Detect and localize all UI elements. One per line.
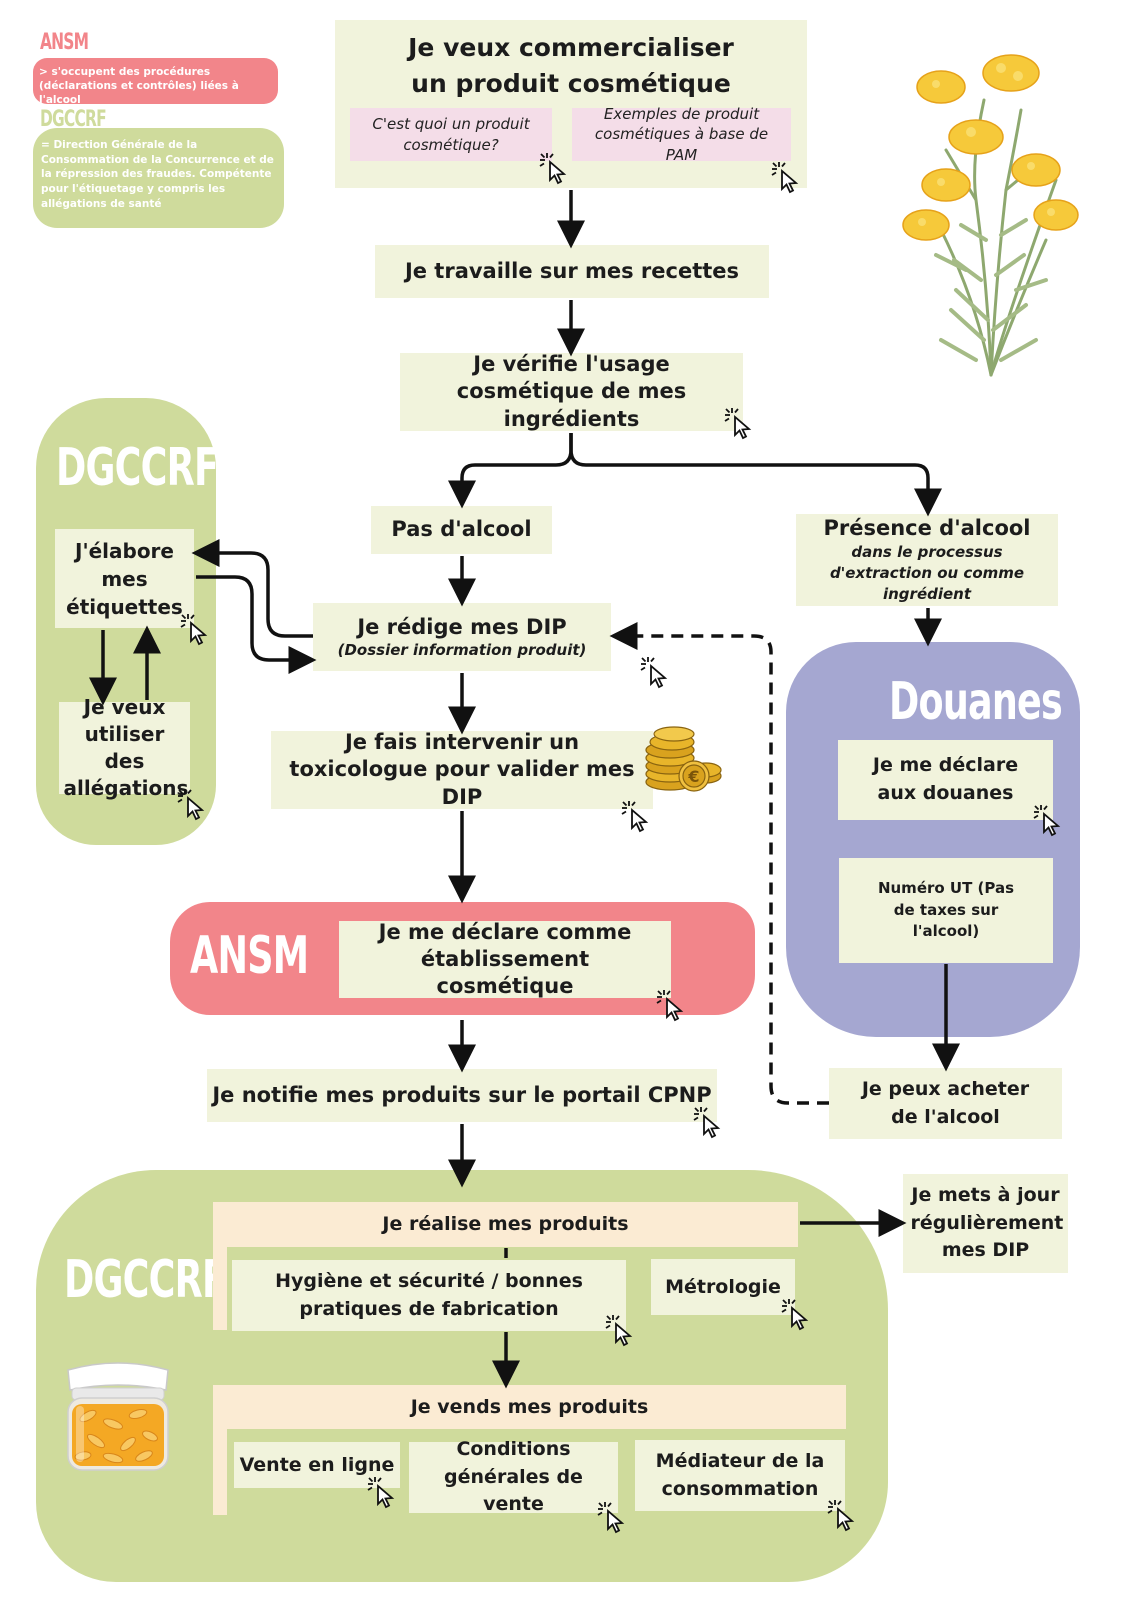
cursor-click-icon[interactable] (691, 1105, 725, 1139)
cursor-click-icon[interactable] (722, 406, 756, 440)
step-verifie[interactable]: Je vérifie l'usage cosmétique de mes ing… (400, 352, 743, 431)
step-metrologie-label: Métrologie (665, 1275, 781, 1298)
arrow-dip-to-etiquettes (191, 539, 313, 638)
helichrysum-flower-illustration (902, 54, 1079, 377)
ansm-band-title: ANSM (190, 926, 309, 986)
step-dip-sub: (Dossier information produit) (337, 640, 587, 659)
step-allegations[interactable]: Je veux utiliser des allégations (59, 695, 190, 800)
arrow-etiquettes-to-dip (196, 575, 317, 674)
svg-text:€: € (687, 767, 699, 786)
legend-ansm-panel: > s'occupent des procédures (déclaration… (33, 58, 278, 106)
cursor-click-icon[interactable] (537, 151, 571, 185)
cursor-click-icon[interactable] (779, 1297, 813, 1331)
arrow-branch-left (448, 433, 573, 509)
cursor-click-icon[interactable] (769, 160, 803, 194)
legend-dgccrf-text: = Direction Générale de la Consommation … (41, 139, 274, 210)
link-what-is-cosmetic[interactable]: C'est quoi un produit cosmétique? (350, 108, 552, 161)
step-toxicologue[interactable]: Je fais intervenir un toxicologue pour v… (271, 730, 653, 809)
step-cpnp-label: Je notifie mes produits sur le portail C… (212, 1082, 712, 1107)
cursor-click-icon[interactable] (654, 988, 688, 1022)
step-etiquettes-label: J'élabore mes étiquettes (66, 538, 183, 619)
step-recettes-label: Je travaille sur mes recettes (404, 258, 740, 283)
dgccrf-left-title: DGCCRF (56, 438, 219, 498)
jar-illustration (67, 1362, 169, 1471)
cursor-click-icon[interactable] (595, 1500, 629, 1534)
legend-ansm-title: ANSM (40, 30, 89, 55)
step-hygiene-label: Hygiène et sécurité / bonnes pratiques d… (275, 1269, 583, 1320)
link-pam-examples[interactable]: Exemples de produit cosmétiques à base d… (572, 105, 791, 164)
step-mediateur[interactable]: Médiateur de la consommation (635, 1440, 845, 1511)
step-acheter-alcool-label: Je peux acheter de l'alcool (861, 1077, 1030, 1128)
cursor-click-icon[interactable] (619, 799, 653, 833)
cursor-click-icon[interactable] (178, 612, 212, 646)
step-presence-alcool-sub: dans le processus d'extraction ou comme … (829, 543, 1025, 604)
step-toxicologue-label: Je fais intervenir un toxicologue pour v… (289, 730, 635, 809)
step-hygiene[interactable]: Hygiène et sécurité / bonnes pratiques d… (232, 1260, 626, 1331)
arrow-dashed-alcool-to-dip (609, 622, 829, 1105)
cursor-click-icon[interactable] (1031, 803, 1065, 837)
douanes-panel (786, 642, 1080, 1037)
step-recettes: Je travaille sur mes recettes (375, 245, 769, 298)
arrow-branch-right (569, 433, 942, 517)
step-pas-alcool-label: Pas d'alcool (391, 517, 532, 542)
step-dip-label: Je rédige mes DIP (357, 614, 567, 639)
step-presence-alcool: Présence d'alcool dans le processus d'ex… (796, 514, 1058, 606)
step-presence-alcool-label: Présence d'alcool (823, 515, 1031, 540)
step-acheter-alcool: Je peux acheter de l'alcool (829, 1068, 1062, 1139)
step-numero-ut: Numéro UT (Pas de taxes sur l'alcool) (839, 858, 1053, 963)
step-declare-etablissement-label: Je me déclare comme établissement cosmét… (378, 919, 632, 999)
step-declare-douanes[interactable]: Je me déclare aux douanes (838, 740, 1053, 820)
step-etiquettes[interactable]: J'élabore mes étiquettes (55, 529, 194, 628)
legend-dgccrf-title: DGCCRF (40, 107, 107, 132)
dgccrf-bottom-title: DGCCRF (64, 1250, 227, 1310)
cursor-click-icon[interactable] (603, 1313, 637, 1347)
step-numero-ut-label: Numéro UT (Pas de taxes sur l'alcool) (877, 878, 1015, 941)
douanes-title: Douanes (889, 672, 1063, 732)
step-vends-label: Je vends mes produits (410, 1395, 649, 1418)
step-vends: Je vends mes produits (213, 1385, 846, 1429)
step-allegations-label: Je veux utiliser des allégations (63, 695, 189, 800)
top-title: Je veux commercialiser un produit cosmét… (408, 33, 734, 99)
step-mediateur-label: Médiateur de la consommation (655, 1449, 825, 1500)
cursor-click-icon[interactable] (825, 1498, 859, 1532)
step-vente-ligne-label: Vente en ligne (239, 1453, 395, 1476)
cursor-click-icon[interactable] (175, 787, 209, 821)
coins-euro-icon: € (645, 726, 722, 792)
legend-dgccrf-panel: = Direction Générale de la Consommation … (33, 128, 284, 228)
step-declare-etablissement[interactable]: Je me déclare comme établissement cosmét… (339, 919, 671, 999)
legend-ansm-text: > s'occupent des procédures (déclaration… (39, 66, 239, 107)
step-conditions-label: Conditions générales de vente (444, 1438, 583, 1516)
step-dip[interactable]: Je rédige mes DIP (Dossier information p… (313, 603, 611, 671)
step-maj-dip-label: Je mets à jour régulièrement mes DIP (910, 1184, 1064, 1262)
step-realise-label: Je réalise mes produits (382, 1213, 629, 1236)
cursor-click-icon[interactable] (638, 655, 672, 689)
step-cpnp[interactable]: Je notifie mes produits sur le portail C… (207, 1069, 717, 1122)
step-realise: Je réalise mes produits (213, 1202, 798, 1247)
step-pas-alcool: Pas d'alcool (371, 506, 552, 554)
step-conditions[interactable]: Conditions générales de vente (409, 1438, 618, 1515)
step-metrologie[interactable]: Métrologie (651, 1259, 795, 1315)
step-maj-dip: Je mets à jour régulièrement mes DIP (903, 1174, 1068, 1273)
step-verifie-label: Je vérifie l'usage cosmétique de mes ing… (456, 352, 687, 431)
cursor-click-icon[interactable] (365, 1475, 399, 1509)
step-declare-douanes-label: Je me déclare aux douanes (872, 754, 1019, 804)
